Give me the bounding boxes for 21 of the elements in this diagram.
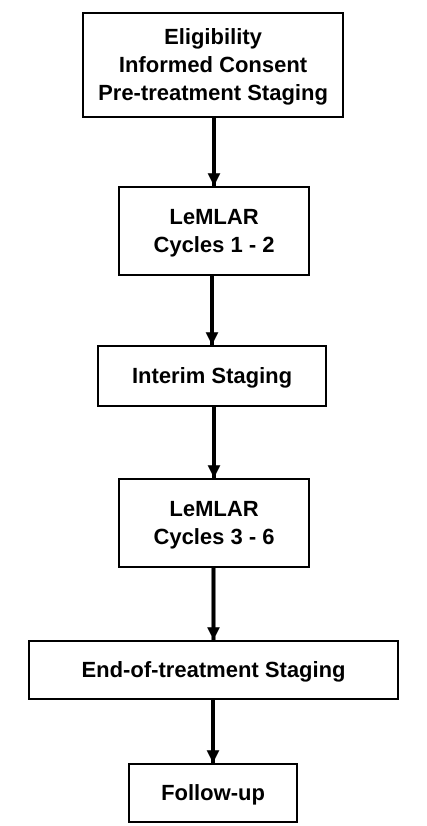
box-text: Informed Consent: [118, 51, 308, 79]
box-text: End-of-treatment Staging: [82, 656, 346, 684]
box-text: LeMLAR: [169, 495, 259, 523]
process-box: [118, 478, 310, 568]
arrow: [208, 118, 220, 186]
process-box: [128, 763, 298, 823]
box-text: Follow-up: [161, 779, 265, 807]
box-text: Cycles 3 - 6: [153, 523, 275, 551]
arrow: [206, 276, 218, 345]
arrow: [208, 407, 220, 478]
box-text: Pre-treatment Staging: [98, 79, 328, 107]
process-box: [82, 12, 344, 118]
box-text: Eligibility: [164, 23, 262, 51]
box-text: LeMLAR: [169, 203, 259, 231]
process-box: [28, 640, 399, 700]
arrow: [207, 568, 220, 640]
box-text: Cycles 1 - 2: [153, 231, 275, 259]
arrow: [206, 700, 220, 763]
box-text: Interim Staging: [132, 362, 292, 390]
process-box: [97, 345, 327, 407]
process-box: [118, 186, 310, 276]
